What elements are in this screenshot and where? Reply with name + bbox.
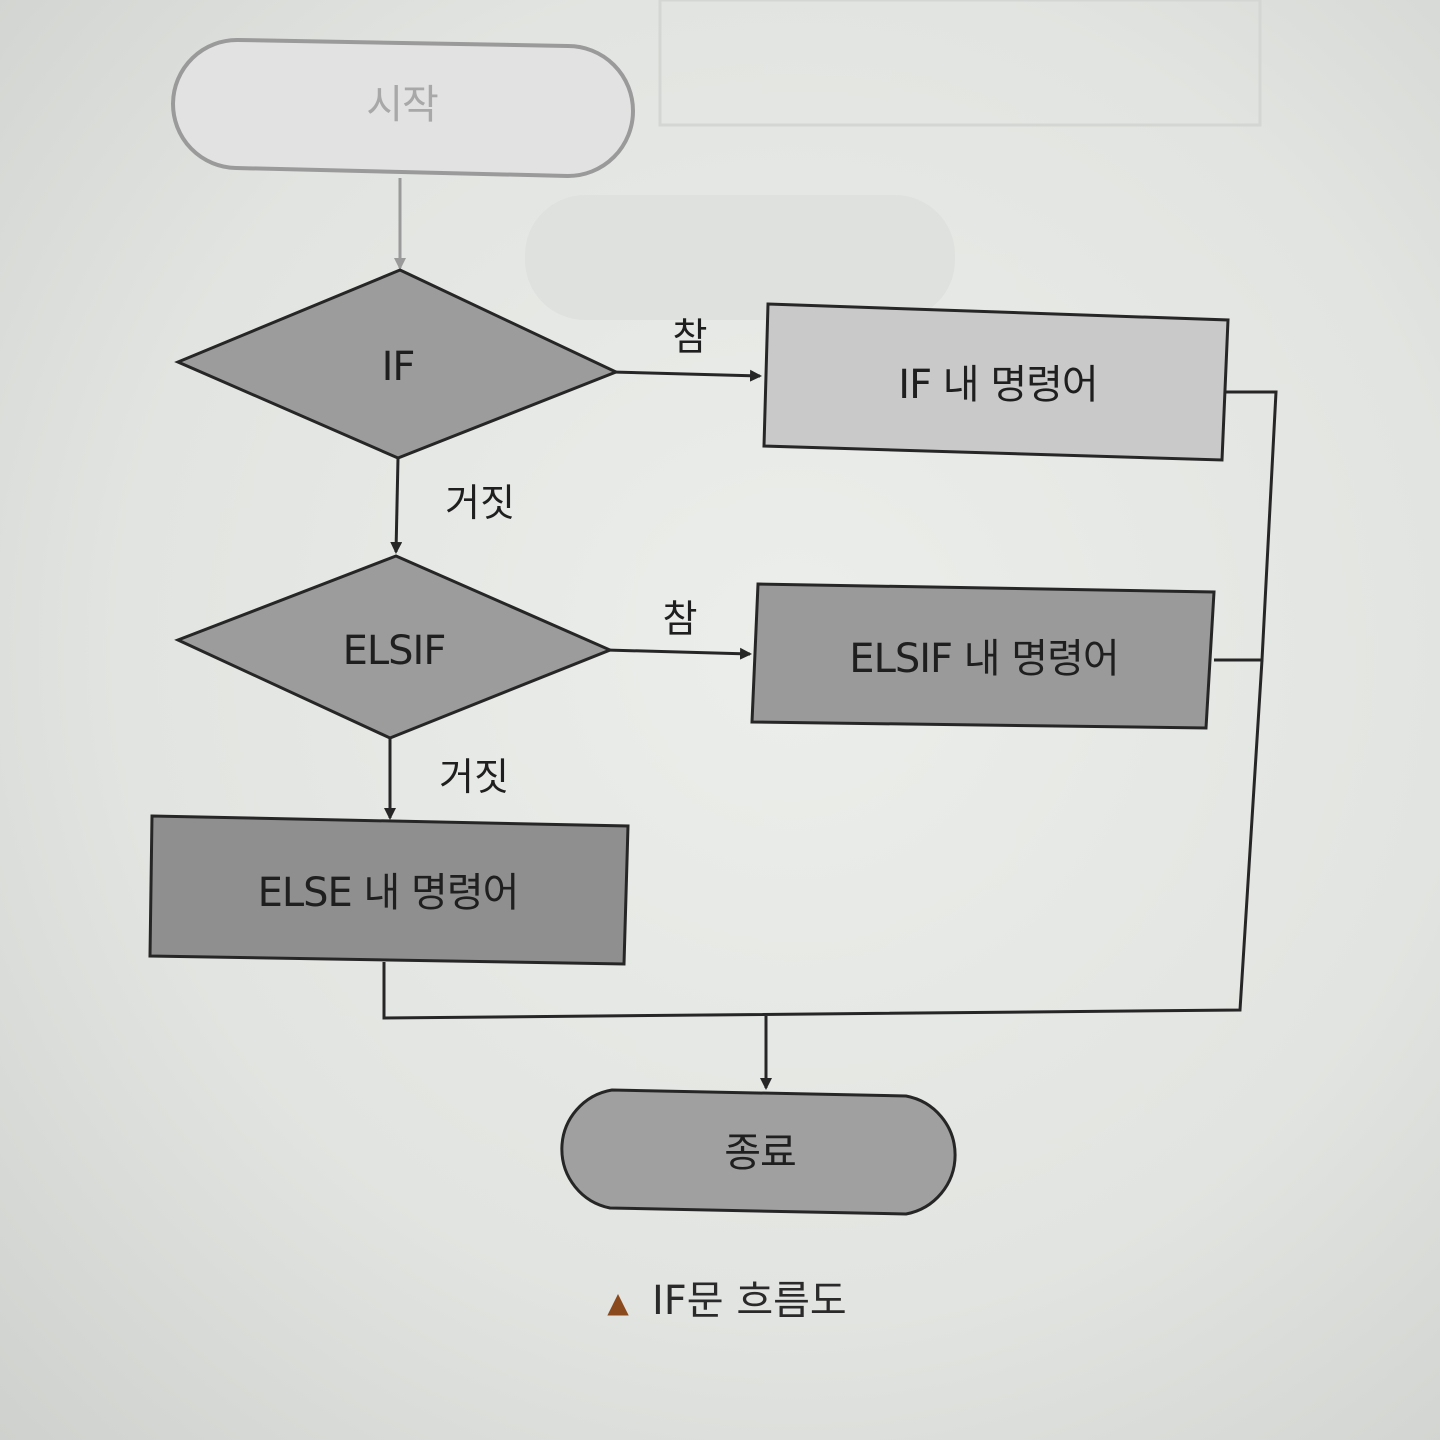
start-label: 시작: [366, 82, 438, 128]
else-action-box: ELSE 내 명령어: [148, 814, 630, 966]
elsif-true-arrow: [605, 647, 752, 660]
elsif-decision-label: ELSIF: [343, 628, 446, 674]
if-true-label: 참: [673, 315, 708, 359]
end-label: 종료: [724, 1130, 796, 1176]
background-shape: [658, 0, 1262, 127]
if-action-label: IF 내 명령어: [898, 362, 1097, 408]
elsif-action-label: ELSIF 내 명령어: [849, 636, 1118, 682]
caption-text: IF문 흐름도: [652, 1278, 847, 1324]
merge-line: [382, 659, 1264, 1020]
elsif-false-label: 거짓: [439, 755, 509, 799]
background-shape: [525, 195, 955, 320]
elsif-decision: ELSIF: [174, 554, 614, 740]
if-action-return-line: [1214, 390, 1278, 662]
if-action-box: IF 내 명령어: [762, 302, 1230, 462]
if-true-arrow: [611, 369, 762, 382]
else-action-label: ELSE 내 명령어: [258, 870, 519, 916]
if-false-label: 거짓: [445, 481, 515, 525]
if-decision-label: IF: [382, 344, 415, 390]
end-terminator: 종료: [560, 1088, 957, 1216]
figure-caption: ▲ IF문 흐름도: [607, 1278, 847, 1324]
start-terminator: 시작: [171, 37, 635, 179]
connectors: [382, 178, 1278, 1090]
elsif-true-label: 참: [663, 597, 698, 641]
if-false-arrow: [390, 457, 403, 554]
if-decision: IF: [174, 268, 620, 460]
elsif-action-box: ELSIF 내 명령어: [750, 582, 1216, 730]
caption-marker: ▲: [607, 1286, 629, 1319]
